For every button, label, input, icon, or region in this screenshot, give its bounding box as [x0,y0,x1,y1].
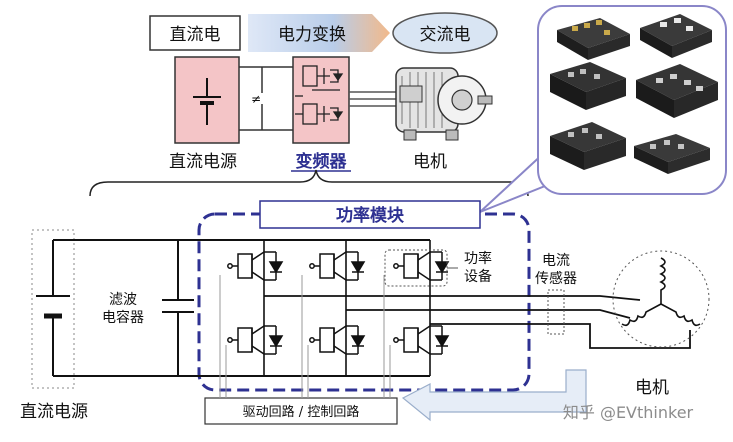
inverter-output-lines [349,91,400,107]
igbt-switch-5 [393,251,450,281]
inverter-switch-icon [295,65,344,125]
capacitor-symbol: ≠ [251,92,261,106]
dc-label: 直流电 [170,25,221,45]
current-sensor-label-2: 传感器 [535,270,577,287]
filter-cap-label-2: 电容器 [102,309,144,326]
igbt-switches [227,251,450,355]
grouping-brace [89,169,529,197]
current-sensor-box [547,289,565,335]
control-feedback-arrow [401,369,587,422]
driver-control-box [204,397,398,425]
filter-capacitor-icon [162,240,194,376]
motor-circle [612,250,710,348]
conversion-label: 电力变换 [278,25,346,45]
battery-icon [193,78,221,125]
power-module-title-box [259,200,481,229]
module-photo-6 [634,134,710,174]
module-photo-1 [557,18,630,60]
driver-control-label: 驱动回路 / 控制回路 [243,404,360,420]
bottom-dc-bus [52,239,430,377]
watermark: 知乎 @EVthinker [563,403,694,422]
power-module-title: 功率模块 [336,205,405,226]
igbt-switch-1 [227,251,284,281]
igbt-switch-2 [227,325,284,355]
dc-source-frame [31,229,75,389]
ac-label: 交流电 [420,25,471,45]
top-inverter-label: 变频器 [296,151,348,172]
motor-illustration [395,67,493,141]
inverter-box [292,56,350,144]
top-dc-source-label: 直流电源 [169,152,237,172]
dc-source-box [174,56,240,144]
ac-ellipse [392,12,498,54]
igbt-switch-6 [393,325,450,355]
bottom-battery-icon [36,295,70,319]
igbt-switch-4 [309,325,366,355]
motor-winding-icon [621,257,701,327]
dc-label-box [149,15,241,51]
gate-drive-lines [219,275,391,398]
dc-bus-lines [239,66,293,131]
power-device-label-2: 设备 [464,268,492,285]
module-photo-2 [640,14,712,58]
power-module-photos [550,14,718,174]
top-motor-label: 电机 [413,152,447,172]
module-photo-4 [636,64,718,118]
module-photo-3 [550,62,626,110]
current-sensor-label-1: 电流 [542,253,570,269]
power-conversion-arrow [248,14,390,52]
power-device-label-1: 功率 [464,250,492,267]
phase-output-lines [264,295,691,349]
bottom-dc-source-label: 直流电源 [20,402,88,422]
power-device-highlight [384,249,448,287]
module-photo-5 [550,122,626,170]
bottom-motor-label: 电机 [635,378,669,398]
igbt-switch-3 [309,251,366,281]
filter-cap-label-1: 滤波 [109,292,137,308]
